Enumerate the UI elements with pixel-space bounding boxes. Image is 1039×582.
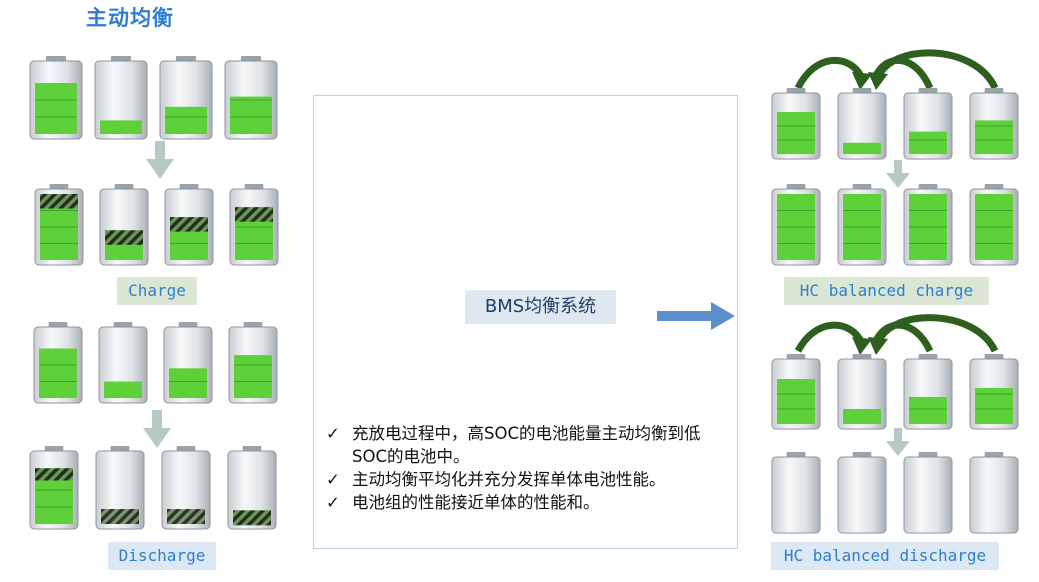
battery-icon [903, 184, 953, 266]
battery-icon [33, 322, 83, 404]
down-arrow-icon [886, 428, 910, 456]
feature-item: ✓电池组的性能接近单体的性能和。 [326, 493, 600, 512]
battery-icon [29, 56, 83, 140]
feature-item: ✓充放电过程中，高SOC的电池能量主动均衡到低SOC的电池中。 [326, 424, 701, 466]
battery-icon [94, 56, 148, 140]
battery-icon [837, 184, 887, 266]
battery-icon [969, 452, 1019, 534]
battery-icon [229, 184, 279, 266]
hc-balanced-charge-label: HC balanced charge [784, 277, 989, 305]
discharge-label: Discharge [108, 542, 216, 570]
bms-system-label: BMS均衡系统 [465, 290, 616, 324]
battery-icon [771, 184, 821, 266]
battery-icon [161, 446, 211, 530]
battery-icon [771, 452, 821, 534]
battery-icon [164, 184, 214, 266]
battery-icon [837, 452, 887, 534]
down-arrow-icon [886, 160, 910, 188]
battery-icon [228, 322, 278, 404]
page-title: 主动均衡 [86, 6, 174, 30]
right-arrow-icon [657, 302, 735, 330]
battery-icon [969, 184, 1019, 266]
battery-icon [95, 446, 145, 530]
balance-transfer-arrows-icon [794, 49, 999, 90]
balance-transfer-arrows-icon [794, 314, 999, 355]
battery-icon [159, 56, 213, 140]
down-arrow-icon [146, 141, 174, 179]
battery-icon [99, 184, 149, 266]
charge-label: Charge [117, 277, 197, 305]
battery-icon [837, 354, 887, 430]
feature-list: ✓充放电过程中，高SOC的电池能量主动均衡到低SOC的电池中。 ✓主动均衡平均化… [326, 422, 734, 514]
battery-icon [771, 354, 821, 430]
battery-icon [224, 56, 278, 140]
check-icon: ✓ [326, 493, 340, 512]
battery-icon [903, 88, 953, 160]
check-icon: ✓ [326, 470, 340, 489]
feature-item: ✓主动均衡平均化并充分发挥单体电池性能。 [326, 470, 666, 489]
battery-icon [163, 322, 213, 404]
check-icon: ✓ [326, 424, 340, 443]
battery-icon [771, 88, 821, 160]
battery-icon [903, 452, 953, 534]
battery-icon [227, 446, 277, 530]
down-arrow-icon [143, 410, 171, 448]
battery-icon [969, 354, 1019, 430]
battery-icon [29, 446, 79, 530]
battery-icon [903, 354, 953, 430]
hc-balanced-discharge-label: HC balanced discharge [771, 542, 999, 570]
battery-icon [98, 322, 148, 404]
battery-icon [969, 88, 1019, 160]
battery-icon [34, 184, 84, 266]
battery-icon [837, 88, 887, 160]
